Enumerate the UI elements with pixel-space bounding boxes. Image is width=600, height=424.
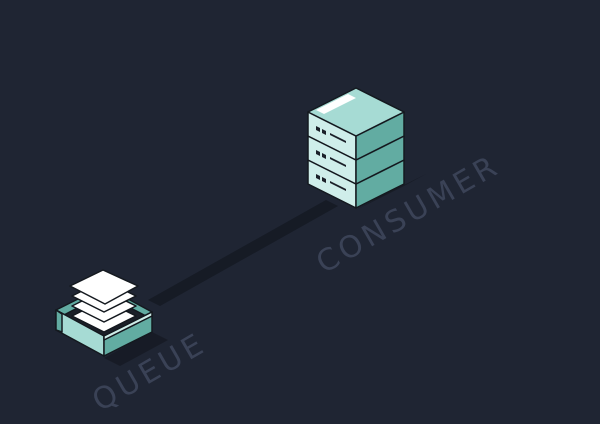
connection-line: [148, 200, 338, 306]
server-1-vent: [330, 133, 346, 143]
server-stack-icon: [307, 87, 405, 209]
server-1-light-b: [322, 129, 326, 135]
server-3-light-a: [316, 174, 320, 180]
queue-paper-1: [69, 269, 139, 305]
server-3-vent: [330, 181, 346, 191]
server-2-light-b: [322, 153, 326, 159]
server-3-light-b: [322, 177, 326, 183]
server-indicators: [316, 126, 346, 191]
server-top-face: [307, 87, 405, 137]
queue-tray-lip-left: [55, 309, 63, 333]
message-queue-tray-icon: [55, 269, 153, 357]
server-top-highlight: [316, 94, 356, 114]
server-2-light-a: [316, 150, 320, 156]
server-2-vent: [330, 157, 346, 167]
consumer-shadow: [356, 174, 426, 210]
queue-shadow: [104, 332, 168, 366]
queue-tray-lip-right: [103, 311, 153, 341]
server-1-light-a: [316, 126, 320, 132]
